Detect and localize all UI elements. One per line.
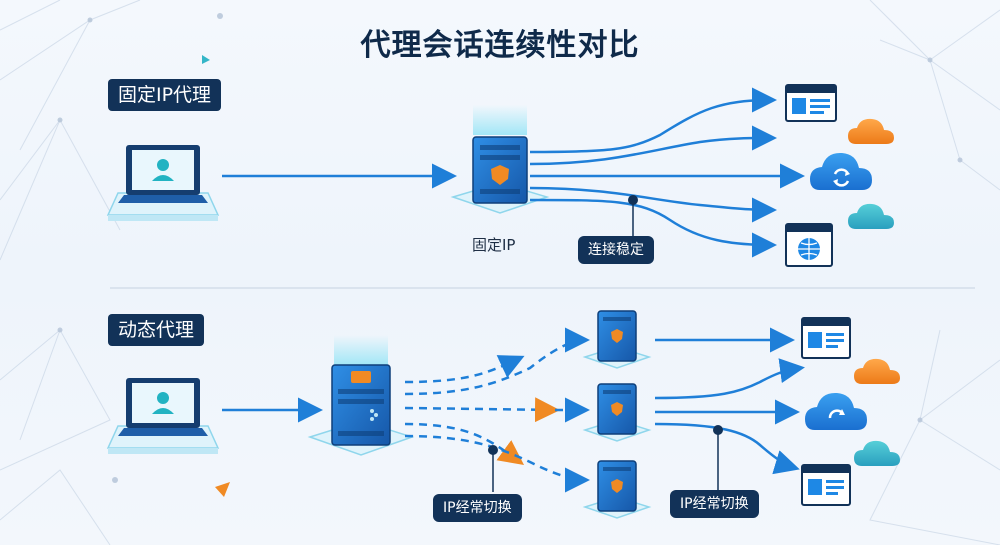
laptop-icon — [106, 145, 220, 221]
decor-triangle-teal — [202, 55, 210, 64]
sync-cloud-icon — [810, 152, 872, 190]
proxy-server-icon — [307, 335, 415, 456]
cloud-icon — [854, 358, 900, 384]
cloud-icon — [848, 203, 894, 229]
fixed-connections — [529, 87, 805, 258]
decor-triangle-orange — [215, 482, 230, 497]
ip-switch-callout-right: IP经常切换 — [670, 490, 759, 518]
fixed-ip-section-label: 固定IP代理 — [108, 79, 222, 111]
server-icon — [450, 105, 550, 214]
ip-switch-callout-left: IP经常切换 — [433, 494, 522, 522]
laptop-icon — [106, 378, 220, 454]
stable-connection-callout: 连接稳定 — [578, 236, 654, 264]
dynamic-proxy-section-label: 动态代理 — [108, 314, 205, 346]
server-icon — [582, 383, 652, 442]
switching-connections — [404, 327, 590, 493]
globe-browser-icon — [785, 223, 833, 267]
server-icon — [582, 310, 652, 369]
fixed-ip-server-caption: 固定IP — [472, 236, 516, 254]
cloud-icon — [854, 440, 900, 466]
browser-window-icon — [801, 317, 851, 359]
browser-window-icon — [785, 84, 837, 122]
server-icon — [582, 460, 652, 519]
diagram-title: 代理会话连续性对比 — [360, 28, 640, 63]
server-to-target-connections — [654, 327, 805, 475]
sync-cloud-icon — [805, 392, 867, 430]
cloud-icon — [848, 118, 894, 144]
browser-window-icon — [801, 464, 851, 506]
